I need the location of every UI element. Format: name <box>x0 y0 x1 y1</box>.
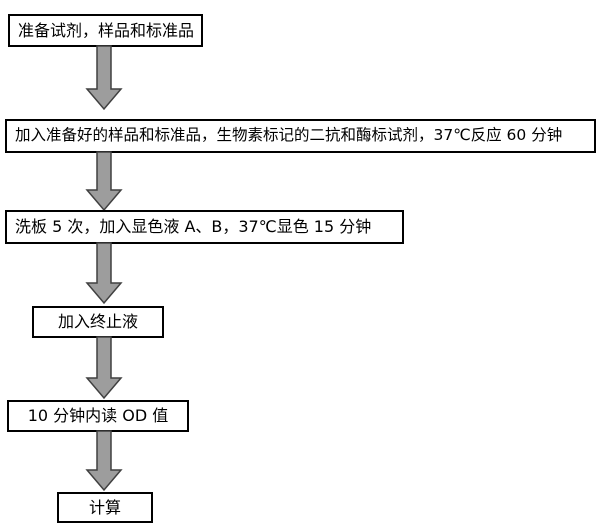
down-arrow-shape <box>85 45 123 111</box>
flow-step-label: 加入终止液 <box>57 312 138 331</box>
down-arrow-shape <box>85 430 123 492</box>
flow-step-calculate: 计算 <box>57 492 153 523</box>
flow-step-label: 计算 <box>88 497 121 517</box>
flow-step-stop-solution: 加入终止液 <box>32 306 164 338</box>
flow-step-wash-develop: 洗板 5 次，加入显色液 A、B，37℃显色 15 分钟 <box>5 210 404 244</box>
down-arrow-shape <box>85 242 123 305</box>
flow-step-prepare: 准备试剂，样品和标准品 <box>8 14 203 47</box>
flow-step-label: 洗板 5 次，加入显色液 A、B，37℃显色 15 分钟 <box>15 217 372 236</box>
down-arrow-shape <box>85 151 123 212</box>
down-arrow-icon <box>85 151 123 212</box>
flow-step-label: 准备试剂，样品和标准品 <box>18 20 195 40</box>
flow-step-read-od: 10 分钟内读 OD 值 <box>7 400 189 432</box>
flow-step-label: 10 分钟内读 OD 值 <box>27 406 169 425</box>
down-arrow-icon <box>85 336 123 400</box>
flow-step-label: 加入准备好的样品和标准品，生物素标记的二抗和酶标试剂，37℃反应 60 分钟 <box>15 126 563 145</box>
flow-step-add-samples: 加入准备好的样品和标准品，生物素标记的二抗和酶标试剂，37℃反应 60 分钟 <box>5 119 596 153</box>
down-arrow-shape <box>85 336 123 400</box>
down-arrow-icon <box>85 45 123 111</box>
down-arrow-icon <box>85 242 123 305</box>
down-arrow-icon <box>85 430 123 492</box>
